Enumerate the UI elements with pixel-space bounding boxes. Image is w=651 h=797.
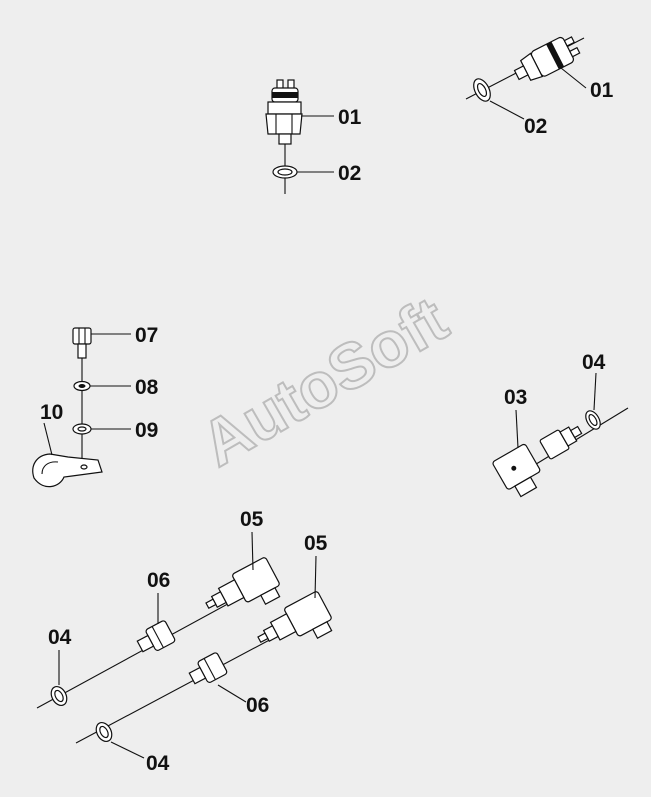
label-01-b: 01 [590, 79, 614, 102]
label-02-b: 02 [524, 115, 547, 138]
label-04-a: 04 [48, 626, 72, 649]
sensor-group-d [492, 372, 629, 498]
clamp-group [32, 327, 131, 488]
label-03: 03 [504, 386, 527, 409]
label-09: 09 [135, 419, 158, 442]
sensor-group-e [36, 531, 333, 759]
label-05-b: 05 [304, 532, 328, 555]
pressure-switch-group-a [265, 79, 334, 194]
pressure-switch-group-b [465, 36, 587, 120]
label-04-b: 04 [146, 752, 170, 775]
label-06-b: 06 [246, 694, 269, 717]
label-06-a: 06 [147, 569, 170, 592]
label-10: 10 [40, 401, 63, 424]
label-08: 08 [135, 376, 159, 399]
label-04-d: 04 [582, 351, 606, 374]
label-05-a: 05 [240, 508, 264, 531]
label-01-a: 01 [338, 106, 362, 129]
label-07: 07 [135, 324, 158, 347]
label-02-a: 02 [338, 162, 361, 185]
watermark: AutoSoft [189, 283, 459, 480]
